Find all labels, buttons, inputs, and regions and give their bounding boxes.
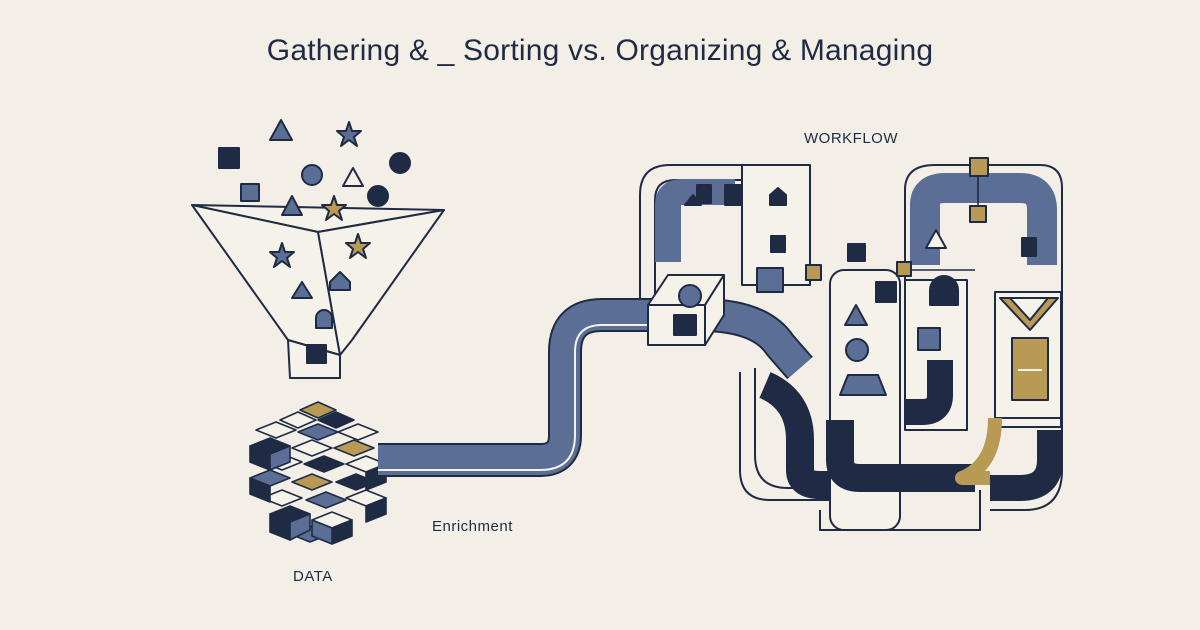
page-title: Gathering & _ Sorting vs. Organizing & M…	[266, 34, 934, 67]
triangle-shape	[269, 119, 293, 141]
square-shape	[306, 344, 327, 364]
data-cubes-icon	[249, 401, 387, 545]
data-label: DATA	[293, 568, 333, 585]
square-shape	[218, 147, 240, 169]
house-shape	[329, 271, 351, 291]
funnel-icon	[191, 119, 445, 379]
workflow-label: WORKFLOW	[804, 130, 898, 147]
star-shape	[269, 242, 295, 268]
triangle-shape	[281, 195, 303, 216]
triangle-shape	[342, 167, 364, 187]
enrichment-label: Enrichment	[432, 518, 513, 535]
circle-shape	[389, 152, 411, 174]
circle-shape	[301, 164, 323, 186]
star-shape	[321, 195, 347, 221]
star-shape	[336, 121, 362, 147]
star-shape	[345, 233, 371, 259]
square-shape	[240, 183, 260, 202]
pipe-icon	[378, 298, 813, 477]
workflow-machine-icon	[639, 157, 1063, 531]
triangle-shape	[291, 281, 313, 299]
circle-shape	[367, 185, 389, 207]
arch-shape	[315, 309, 333, 329]
